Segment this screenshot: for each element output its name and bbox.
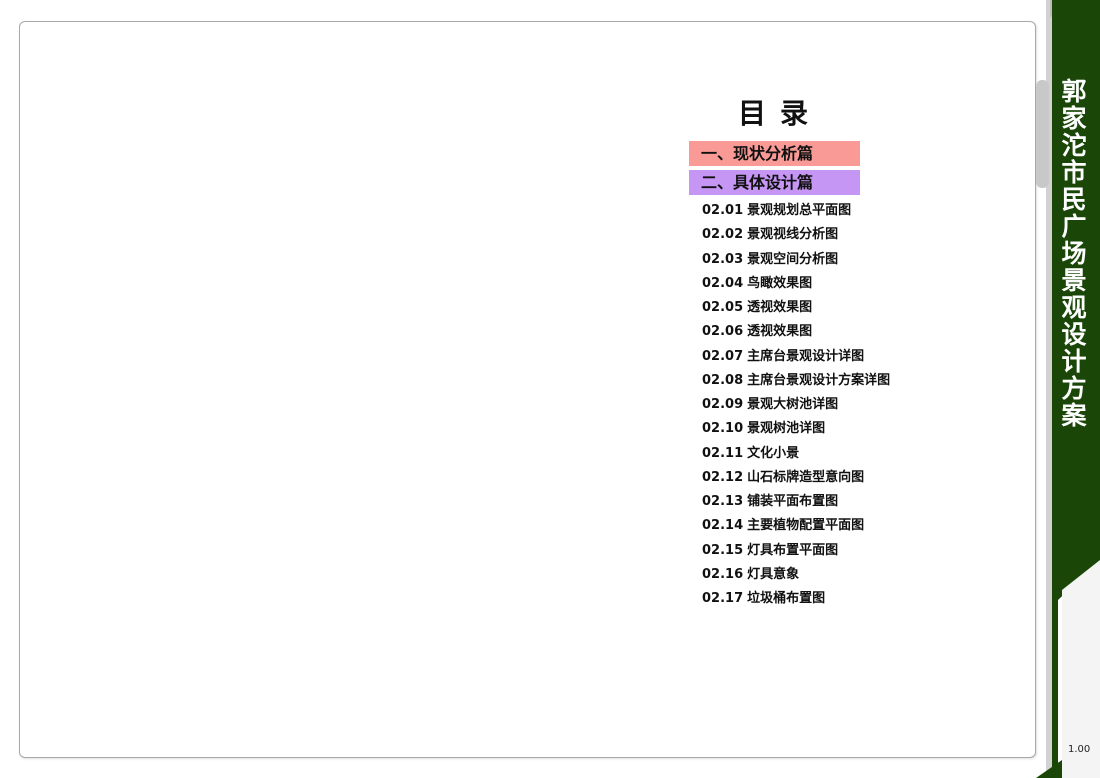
toc-item-label: 垃圾桶布置图 xyxy=(747,591,826,606)
toc-item-label: 景观大树池详图 xyxy=(747,397,839,412)
project-title-char: 计 xyxy=(1061,347,1087,376)
project-title-char: 市 xyxy=(1061,158,1087,187)
toc-item-number: 02.04 xyxy=(702,275,744,291)
page-frame xyxy=(19,21,1036,758)
toc-item-label: 主要植物配置平面图 xyxy=(747,518,865,534)
project-title-char: 方 xyxy=(1061,374,1087,403)
toc-item-number: 02.16 xyxy=(702,566,744,582)
scrollbar-thumb[interactable] xyxy=(1036,80,1049,188)
toc-item-label: 鸟瞰效果图 xyxy=(747,275,813,291)
project-title-vertical: 郭家沱市民广场景观设计方案 xyxy=(1058,78,1090,429)
toc-item-number: 02.11 xyxy=(702,445,744,461)
toc-item-label: 景观视线分析图 xyxy=(747,227,839,243)
toc-item-number: 02.01 xyxy=(702,203,744,218)
toc-item-label: 文化小景 xyxy=(747,445,800,461)
sidebar-green-strip xyxy=(1052,0,1058,778)
toc-item-number: 02.08 xyxy=(702,372,744,388)
project-title-char: 民 xyxy=(1061,185,1087,214)
toc-item-number: 02.15 xyxy=(702,542,744,558)
sidebar-band xyxy=(1036,0,1100,778)
toc-item-number: 02.03 xyxy=(702,251,744,267)
page-number: 1.00 xyxy=(1068,744,1091,755)
toc-title: 目录 xyxy=(738,97,823,130)
project-title-char: 案 xyxy=(1061,401,1087,430)
toc-item-label: 景观树池详图 xyxy=(747,421,826,437)
toc-item-label: 山石标牌造型意向图 xyxy=(747,469,865,485)
toc-section-1[interactable]: 一、现状分析篇 xyxy=(689,141,860,166)
project-title-char: 郭 xyxy=(1061,77,1087,106)
toc-item-number: 02.17 xyxy=(702,591,744,606)
toc-item-number: 02.05 xyxy=(702,300,744,315)
project-title-char: 设 xyxy=(1061,320,1087,349)
toc-item-number: 02.06 xyxy=(702,324,744,340)
toc-item-number: 02.12 xyxy=(702,469,744,485)
project-title-char: 沱 xyxy=(1061,131,1087,160)
project-title-char: 家 xyxy=(1061,104,1087,133)
sidebar-bottom-green xyxy=(1036,760,1062,778)
toc-item-label: 灯具意象 xyxy=(747,566,800,582)
project-title-char: 广 xyxy=(1061,212,1087,241)
toc-item-number: 02.02 xyxy=(702,227,744,243)
toc-item-label: 主席台景观设计详图 xyxy=(747,348,865,364)
toc-item-number: 02.09 xyxy=(702,397,744,412)
project-title-char: 景 xyxy=(1061,266,1087,295)
toc-item-label: 透视效果图 xyxy=(747,324,813,340)
sidebar-light-corner xyxy=(1062,560,1100,778)
project-title-char: 观 xyxy=(1061,293,1087,322)
toc-item-label: 主席台景观设计方案详图 xyxy=(747,372,891,388)
toc-item-label: 透视效果图 xyxy=(747,300,813,315)
toc-item-label: 景观规划总平面图 xyxy=(747,203,852,218)
toc-item-label: 灯具布置平面图 xyxy=(747,542,839,558)
toc-item-label: 铺装平面布置图 xyxy=(747,494,839,509)
toc-section-2[interactable]: 二、具体设计篇 xyxy=(689,170,860,195)
toc-item-number: 02.07 xyxy=(702,348,744,364)
toc-item-number: 02.10 xyxy=(702,421,744,437)
toc-item-number: 02.14 xyxy=(702,518,744,534)
project-title-char: 场 xyxy=(1061,239,1087,268)
toc-item-label: 景观空间分析图 xyxy=(747,251,839,267)
toc-item-number: 02.13 xyxy=(702,494,744,509)
